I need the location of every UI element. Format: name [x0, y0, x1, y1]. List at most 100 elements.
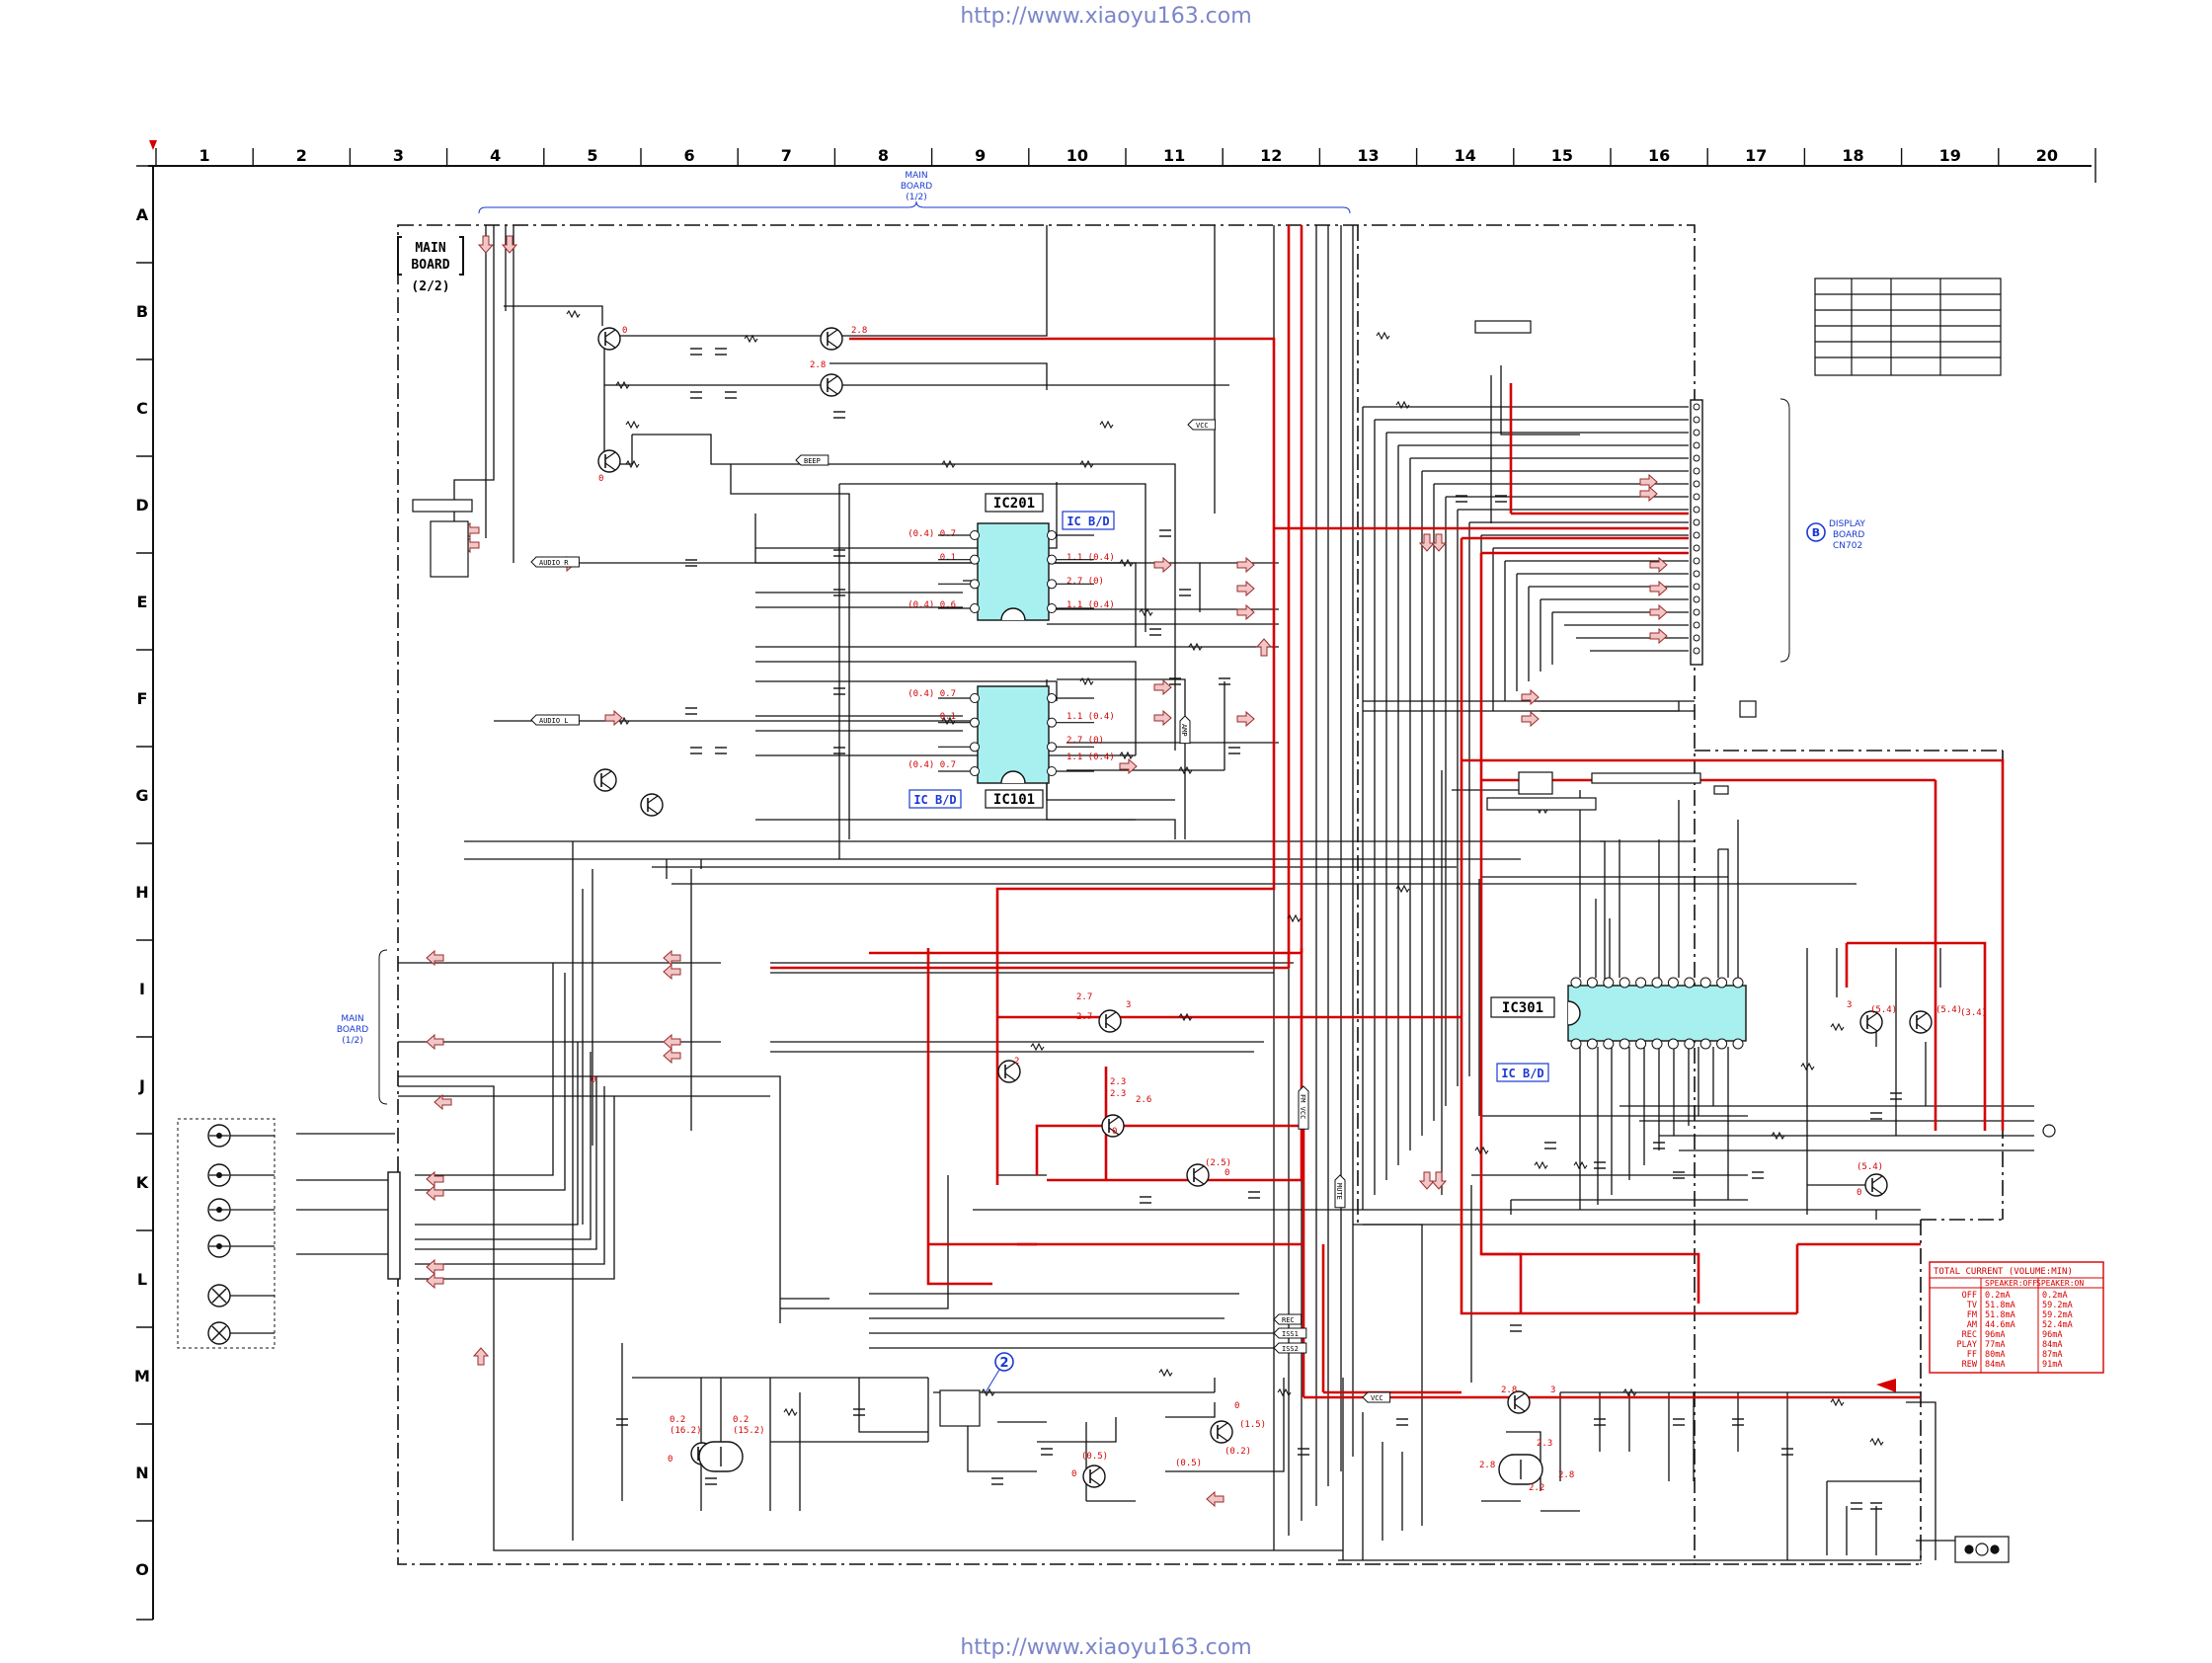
transistor-8	[997, 1060, 1021, 1083]
ruler-row-L: L	[137, 1270, 147, 1289]
connector-pin	[1693, 403, 1700, 411]
capacitor-1	[690, 348, 702, 356]
arrow-left-14	[663, 1047, 681, 1065]
ic301-pin-bottom	[1619, 1038, 1630, 1050]
supply-arrow	[1876, 1379, 1896, 1392]
ic-pin	[970, 554, 980, 565]
ic-pin	[970, 742, 980, 752]
transistor-7	[1098, 1009, 1122, 1033]
capacitor-6	[685, 707, 697, 715]
ic301-pin-top	[1699, 977, 1711, 989]
jack-5	[207, 1284, 275, 1307]
ruler-col-3: 3	[393, 146, 404, 165]
arrow-up-2	[472, 1347, 490, 1366]
ic201-voltage-5: 2.7 (0)	[1066, 577, 1104, 587]
capacitor-23	[1653, 1142, 1665, 1149]
resistor-14	[1079, 676, 1094, 686]
current-table-off: 80mA	[1985, 1350, 2005, 1360]
arrow-right-17	[1639, 473, 1658, 491]
ruler-col-13: 13	[1357, 146, 1379, 165]
misc-voltage-27: 2.8	[1501, 1386, 1517, 1395]
misc-voltage-10: 2.3	[1110, 1077, 1126, 1087]
jack-2	[207, 1163, 275, 1187]
ruler-row-A: A	[136, 205, 149, 224]
ruler-col-2: 2	[296, 146, 307, 165]
blank-table	[1814, 277, 2002, 376]
main-board-left-line2: BOARD	[337, 1025, 368, 1035]
svg-text:BEEP: BEEP	[804, 457, 821, 465]
svg-text:ISS2: ISS2	[1282, 1345, 1299, 1353]
main-board-left-line1: MAIN	[341, 1014, 363, 1024]
connector-pin	[1693, 506, 1700, 514]
misc-voltage-28: 3	[1550, 1386, 1555, 1395]
ruler-row-H: H	[135, 883, 148, 902]
misc-voltage-31: 2.2	[1529, 1483, 1544, 1493]
arrow-right-13	[1649, 603, 1668, 621]
ic101-voltage-2: 0.1	[940, 712, 956, 722]
resistor-23	[1178, 1012, 1193, 1022]
ic-pin	[970, 530, 980, 540]
resistor-27	[1573, 1160, 1588, 1170]
misc-voltage-4: 0	[598, 474, 603, 484]
header-url[interactable]: http://www.xiaoyu163.com	[960, 4, 1252, 29]
transistor-14	[1210, 1420, 1233, 1444]
misc-voltage-21: (0.5)	[1081, 1452, 1108, 1462]
ic201-voltage-2: 0.1	[940, 553, 956, 563]
arrow-right-15	[1521, 688, 1540, 706]
ic301-pin-bottom	[1667, 1038, 1679, 1050]
svg-text:ISS1: ISS1	[1282, 1330, 1299, 1338]
ic-pin	[970, 579, 980, 590]
ic101-voltage-6: 1.1 (0.4)	[1066, 752, 1115, 762]
transistor-4	[820, 373, 843, 397]
current-table-on: 96mA	[2042, 1330, 2062, 1340]
misc-voltage-2: 2.8	[851, 326, 867, 336]
ic-pin	[1047, 693, 1057, 703]
ruler-col-11: 11	[1163, 146, 1185, 165]
resistor-9	[1119, 558, 1134, 568]
resistor-8	[1099, 420, 1114, 430]
ruler-row-O: O	[135, 1560, 149, 1579]
signal-tag-2: AUDIO L	[530, 714, 580, 726]
misc-voltage-12: 2.6	[1136, 1095, 1151, 1105]
resistor-26	[1534, 1160, 1548, 1170]
ic301-pin-bottom	[1651, 1038, 1663, 1050]
signal-tag-7: VCC	[1362, 1391, 1391, 1403]
dual-transistor-2	[698, 1441, 744, 1472]
arrow-right-12	[1649, 580, 1668, 597]
main-board-top-line2: BOARD	[901, 182, 932, 192]
ic301-pin-top	[1570, 977, 1582, 989]
resistor-16	[1178, 765, 1193, 775]
ic301-board-tag: IC B/D	[1501, 1067, 1543, 1080]
arrow-left-6	[426, 1033, 444, 1051]
capacitor-40	[1851, 1502, 1862, 1510]
ruler-col-12: 12	[1260, 146, 1282, 165]
footer-url[interactable]: http://www.xiaoyu163.com	[960, 1635, 1252, 1660]
capacitor-15	[1169, 677, 1181, 685]
connector-pin	[1693, 557, 1700, 565]
current-table-on: 0.2mA	[2042, 1291, 2068, 1301]
current-table-mode: TV	[1967, 1301, 1977, 1310]
capacitors	[616, 348, 1902, 1510]
capacitor-35	[1396, 1418, 1408, 1426]
resistor-5	[625, 459, 640, 469]
misc-voltage-5: 0	[591, 1075, 595, 1085]
ruler-row-C: C	[136, 399, 148, 418]
connector-pin	[1693, 634, 1700, 642]
misc-voltage-3: 2.8	[810, 360, 826, 370]
resistor-17	[1376, 331, 1390, 341]
ruler-row-F: F	[137, 689, 148, 708]
misc-voltage-1: 0	[622, 326, 627, 336]
misc-voltage-8: 2.7	[1076, 1012, 1092, 1022]
ic201-label: IC201	[993, 496, 1035, 512]
capacitor-27	[1870, 1112, 1882, 1120]
capacitor-33	[1041, 1448, 1053, 1456]
capacitor-26	[1752, 1171, 1764, 1179]
ic301-pin-top	[1635, 977, 1647, 989]
left-connector	[387, 1171, 401, 1280]
misc-voltage-37: (5.4)	[1856, 1162, 1883, 1172]
connector-pin	[1693, 454, 1700, 462]
ruler-row-I: I	[139, 980, 145, 998]
ic301-pin-top	[1684, 977, 1696, 989]
display-board-badge: B	[1812, 526, 1820, 539]
ic101-voltage-4: 1.1 (0.4)	[1066, 712, 1115, 722]
